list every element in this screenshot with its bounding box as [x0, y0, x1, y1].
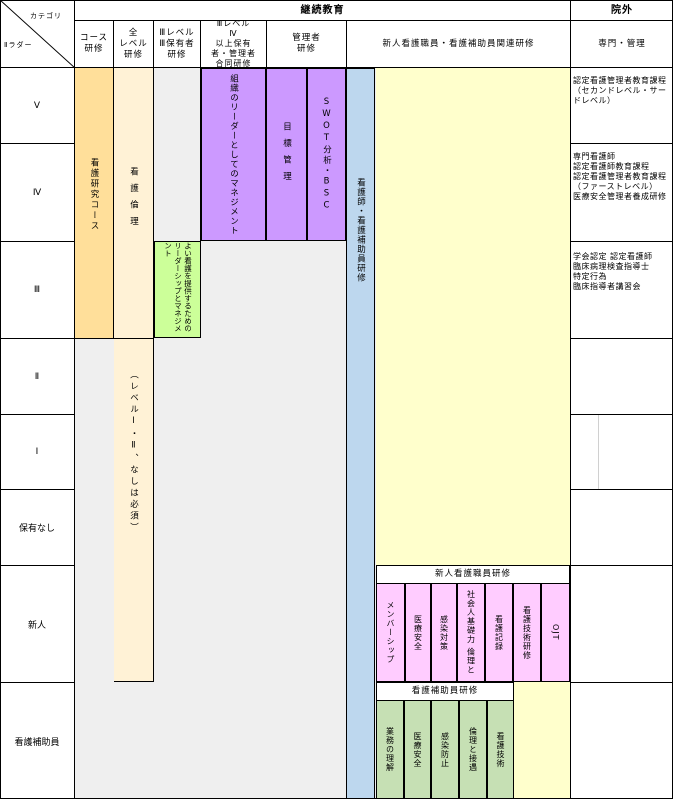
new-item-membership: メンバーシップ — [376, 583, 405, 682]
research-course-text: 看護研究コース — [89, 158, 99, 232]
nursing-ethics-cell — [114, 68, 153, 682]
research-course-cell — [75, 68, 113, 338]
leadership-cell — [154, 241, 201, 338]
new-item-social: 社会人基礎力 倫理と — [457, 583, 485, 682]
external-iii-text: 学会認定 認定看護師 臨床病理検査指導士 特定行為 臨床指導者講習会 — [573, 252, 653, 291]
ethics-divider — [114, 338, 153, 339]
row-label-ii: Ⅱ — [34, 371, 40, 382]
new-nurse-training-title: 新人看護職員研修 — [434, 569, 511, 579]
row-label-new: 新人 — [27, 620, 46, 631]
corner-diagonal — [0, 0, 75, 68]
new-item-technique: 看護技術研修 — [513, 583, 541, 682]
col-all-level: 全 レベル 研修 — [119, 27, 148, 60]
row-label-iv: Ⅳ — [32, 187, 42, 198]
goal-management-cell — [266, 68, 307, 241]
org-management-text: 組織のリーダーとしてのマネジメント — [228, 73, 239, 236]
col-level4-holders: Ⅲレベル Ⅳ 以上保有 者・管理者 合同研修 — [211, 19, 256, 68]
ethics-note-text: （レベルⅠ・Ⅱ、なしは必須） — [128, 370, 139, 534]
aide-item-technique: 看護技術 — [487, 700, 514, 799]
row-label-iii: Ⅲ — [33, 285, 41, 295]
org-management-cell — [201, 68, 266, 241]
ladder-label: Ⅱラダー — [4, 41, 33, 49]
aide-item-work: 業務の理解 — [376, 700, 404, 799]
category-label: カテゴリ — [30, 12, 62, 20]
yellow-area — [376, 68, 570, 565]
nurse-aide-training-cell — [346, 68, 375, 799]
external-v-text: 認定看護管理者教育課程（セカンドレベル・サードレベル） — [573, 76, 667, 105]
new-item-record: 看護記録 — [485, 583, 513, 682]
leadership-text: よい看護を提供するためのリーダーシップとマネジメント — [163, 242, 193, 332]
col-course: コース 研修 — [79, 33, 109, 54]
swot-text: SWOT分析・BSC — [321, 96, 332, 213]
row-label-i: Ⅰ — [35, 447, 39, 457]
new-item-infection: 感染対策 — [431, 583, 457, 682]
aide-training-title: 看護補助員研修 — [411, 686, 479, 696]
nurse-aide-training-text: 看護師・看護補助員研修 — [355, 177, 366, 283]
row-label-aide: 看護補助員 — [14, 737, 60, 748]
aide-items-row: 業務の理解 医療安全 感染防止 倫理と接遇 看護技術 — [376, 700, 514, 799]
nursing-ethics-text: 看護倫理 — [128, 167, 139, 233]
goal-management-text: 目標管理 — [281, 121, 292, 188]
new-items-row: メンバーシップ 医療安全 感染対策 社会人基礎力 倫理と 看護記録 看護技術研修… — [376, 583, 570, 682]
col-managers: 管理者 研修 — [292, 33, 321, 54]
col-new-staff: 新人看護職員・看護補助員関連研修 — [382, 38, 535, 49]
continuing-education-header: 継続教育 — [300, 4, 345, 16]
external-iv-text: 専門看護師 認定看護師教育課程 認定看護管理者教育課程（ファーストレベル） 医療… — [573, 152, 667, 201]
yellow-area-bottom — [514, 682, 570, 799]
external-header: 院外 — [611, 4, 633, 16]
aide-item-safety: 医療安全 — [404, 700, 431, 799]
row-label-v: Ⅴ — [33, 100, 41, 111]
new-item-safety: 医療安全 — [405, 583, 431, 682]
col-level3-holders: Ⅲレベル Ⅲ保有者 研修 — [159, 27, 195, 60]
col-specialty: 専門・管理 — [598, 38, 646, 49]
new-item-ojt: OJT — [541, 583, 570, 682]
aide-item-ethics: 倫理と接遇 — [459, 700, 487, 799]
row-label-none: 保有なし — [18, 524, 55, 534]
swot-cell — [307, 68, 346, 241]
